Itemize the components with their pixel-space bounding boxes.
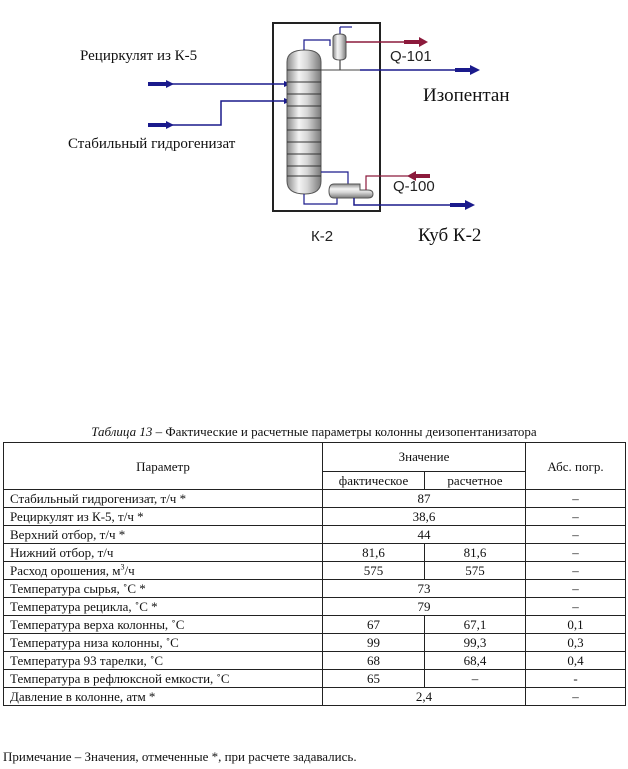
row-abs-error: –	[525, 687, 626, 706]
column-k2-label: К-2	[311, 228, 334, 245]
q100-energy-stream[interactable]	[407, 171, 430, 181]
reboiler-icon[interactable]	[328, 183, 374, 199]
row-parameter: Стабильный гидрогенизат, т/ч *	[3, 489, 323, 508]
row-value-actual: 67	[322, 615, 425, 634]
column-bottoms-line	[303, 194, 338, 205]
row-value-calculated: 99,3	[424, 633, 526, 652]
table-row: Давление в колонне, атм * 2,4 –	[3, 687, 626, 706]
table-row: Расход орошения, м3/ч 575 575 –	[3, 561, 626, 580]
row-value-merged: 73	[322, 579, 526, 598]
table-row: Стабильный гидрогенизат, т/ч * 87 –	[3, 489, 626, 508]
row-abs-error: –	[525, 525, 626, 544]
row-value-calculated: 68,4	[424, 651, 526, 670]
row-abs-error: –	[525, 597, 626, 616]
row-value-actual: 68	[322, 651, 425, 670]
row-value-actual: 99	[322, 633, 425, 652]
table-note: Примечание – Значения, отмеченные *, при…	[3, 749, 357, 764]
row-value-merged: 2,4	[322, 687, 526, 706]
table-row: Температура в рефлюксной емкости, ˚С 65 …	[3, 669, 626, 688]
row-parameter-tail: /ч	[124, 563, 135, 578]
q101-energy-stream[interactable]	[346, 37, 428, 47]
table-number: Таблица 13	[91, 424, 153, 439]
hydrogenate-feed-stream[interactable]	[148, 98, 292, 129]
row-value-calculated: 67,1	[424, 615, 526, 634]
hydrogenate-feed-label: Стабильный гидрогенизат	[68, 136, 236, 152]
row-parameter: Температура низа колонны, ˚С	[3, 633, 323, 652]
row-abs-error: –	[525, 543, 626, 562]
table-header-row: Параметр Значение Абс. погр.	[3, 442, 626, 490]
table-row: Температура рецикла, ˚С * 79 –	[3, 597, 626, 616]
table-row: Температура 93 тарелки, ˚С 68 68,4 0,4	[3, 651, 626, 670]
table-title: – Фактические и расчетные параметры коло…	[152, 424, 537, 439]
q101-label: Q-101	[390, 48, 432, 65]
row-value-merged: 44	[322, 525, 526, 544]
header-parameter: Параметр	[3, 442, 323, 490]
row-parameter: Нижний отбор, т/ч	[3, 543, 323, 562]
q100-label: Q-100	[393, 178, 435, 195]
row-parameter: Температура верха колонны, ˚С	[3, 615, 323, 634]
reboiler-feed-line	[321, 171, 349, 184]
table-row: Рециркулят из К-5, т/ч * 38,6 –	[3, 507, 626, 526]
row-abs-error: 0,3	[525, 633, 626, 652]
row-value-merged: 87	[322, 489, 526, 508]
table-row: Верхний отбор, т/ч * 44 –	[3, 525, 626, 544]
process-flow-diagram: Рециркулят из К-5 Стабильный гидрогениза…	[0, 0, 628, 260]
isopentane-label: Изопентан	[423, 85, 510, 106]
row-parameter: Температура рецикла, ˚С *	[3, 597, 323, 616]
table-row: Температура верха колонны, ˚С 67 67,1 0,…	[3, 615, 626, 634]
row-value-actual: 575	[322, 561, 425, 580]
row-parameter-main: Расход орошения, м	[10, 563, 121, 578]
bottoms-product-stream[interactable]	[353, 198, 475, 210]
row-value-calculated: –	[424, 669, 526, 688]
isopentane-product-stream[interactable]	[360, 65, 480, 75]
row-parameter: Температура сырья, ˚С *	[3, 579, 323, 598]
row-parameter: Расход орошения, м3/ч	[3, 561, 323, 580]
header-actual: фактическое	[322, 471, 425, 490]
row-value-calculated: 575	[424, 561, 526, 580]
row-parameter: Температура 93 тарелки, ˚С	[3, 651, 323, 670]
column-frame[interactable]	[272, 22, 381, 212]
row-parameter: Верхний отбор, т/ч *	[3, 525, 323, 544]
row-abs-error: 0,1	[525, 615, 626, 634]
row-value-actual: 65	[322, 669, 425, 688]
bottoms-label: Куб К-2	[418, 225, 482, 246]
row-value-merged: 79	[322, 597, 526, 616]
row-parameter-superscript: 3	[120, 562, 125, 572]
row-parameter: Давление в колонне, атм *	[3, 687, 323, 706]
table-caption: Таблица 13 – Фактические и расчетные пар…	[0, 424, 628, 440]
header-value: Значение	[322, 442, 526, 472]
row-value-calculated: 81,6	[424, 543, 526, 562]
overhead-vapor-line	[303, 39, 331, 50]
row-parameter: Рециркулят из К-5, т/ч *	[3, 507, 323, 526]
condenser-icon[interactable]	[332, 26, 352, 70]
parameters-table: Параметр Значение Абс. погр. фактическое…	[3, 442, 626, 706]
q100-energy-connection	[365, 175, 420, 190]
table-row: Температура низа колонны, ˚С 99 99,3 0,3	[3, 633, 626, 652]
row-value-merged: 38,6	[322, 507, 526, 526]
header-abs-error: Абс. погр.	[525, 442, 626, 490]
header-calculated: расчетное	[424, 471, 526, 490]
table-row: Температура сырья, ˚С * 73 –	[3, 579, 626, 598]
table-subheader-row: фактическое расчетное	[4, 471, 626, 490]
table-row: Нижний отбор, т/ч 81,6 81,6 –	[3, 543, 626, 562]
row-abs-error: –	[525, 507, 626, 526]
diagram-canvas	[148, 22, 480, 212]
row-abs-error: –	[525, 561, 626, 580]
row-value-actual: 81,6	[322, 543, 425, 562]
row-abs-error: –	[525, 489, 626, 508]
recycle-feed-label: Рециркулят из К-5	[80, 48, 198, 64]
recycle-feed-stream[interactable]	[148, 80, 292, 88]
row-abs-error: -	[525, 669, 626, 688]
row-parameter: Температура в рефлюксной емкости, ˚С	[3, 669, 323, 688]
row-abs-error: 0,4	[525, 651, 626, 670]
distillation-column-icon[interactable]	[286, 49, 322, 195]
row-abs-error: –	[525, 579, 626, 598]
